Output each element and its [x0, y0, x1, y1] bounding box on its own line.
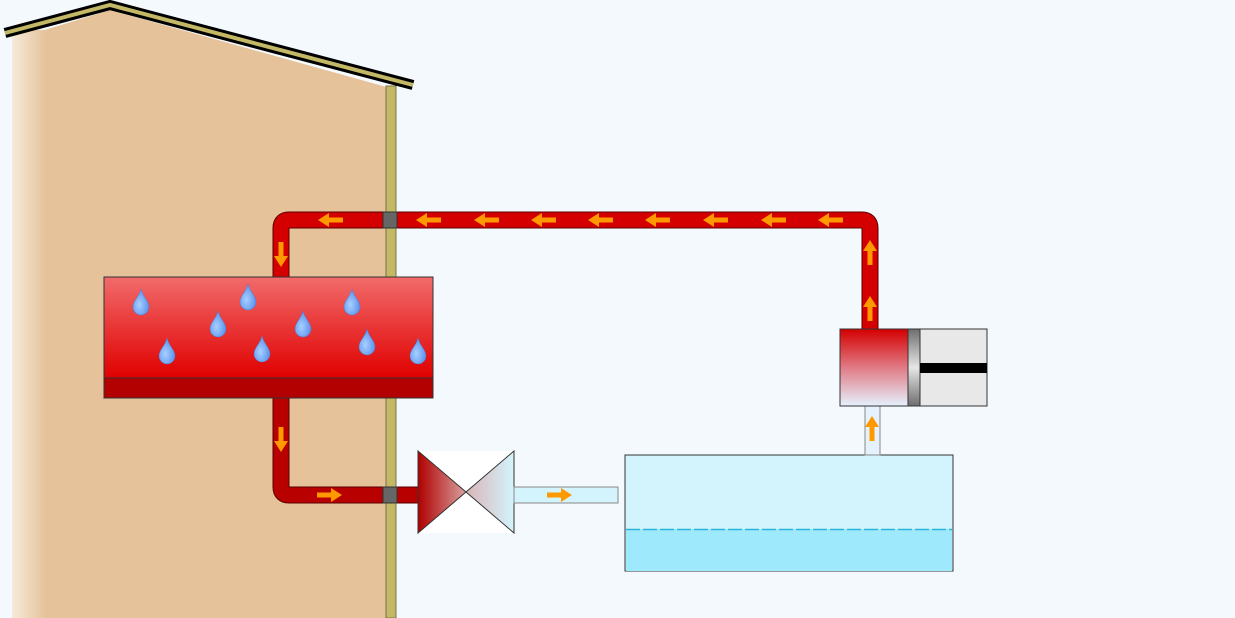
compressor-rod: [920, 363, 987, 373]
house-wall-fade: [12, 30, 46, 618]
roof: [4, 2, 414, 87]
expansion-valve: [417, 449, 515, 535]
wall-connector-bottom: [382, 486, 398, 504]
compressor-piston: [907, 328, 921, 407]
compressor: [839, 328, 988, 407]
arrow-right-icon: [317, 488, 342, 502]
arrow-down-icon: [274, 427, 288, 452]
compressor-chamber: [839, 328, 909, 407]
hot-pipe-top: [273, 212, 878, 330]
arrow-left-icon: [645, 213, 670, 227]
water-drop-icon: [253, 335, 271, 363]
arrow-left-icon: [761, 213, 786, 227]
water-drops: [132, 283, 427, 365]
arrow-left-icon: [588, 213, 613, 227]
arrow-left-icon: [818, 213, 843, 227]
hot-pipe-bottom: [273, 398, 420, 503]
water-drop-icon: [132, 288, 150, 316]
arrow-left-icon: [318, 213, 343, 227]
arrow-left-icon: [416, 213, 441, 227]
water-tank: [624, 454, 954, 572]
water-drop-icon: [343, 288, 361, 316]
arrow-right-icon: [547, 488, 572, 502]
water-drop-icon: [239, 283, 257, 311]
flow-arrows: [274, 213, 879, 502]
arrow-down-icon: [274, 242, 288, 267]
tank-water: [626, 529, 952, 571]
arrow-up-icon: [863, 296, 877, 321]
water-drop-icon: [294, 310, 312, 338]
radiator-base: [103, 377, 434, 399]
water-drop-icon: [358, 328, 376, 356]
arrow-left-icon: [474, 213, 499, 227]
arrow-up-icon: [865, 416, 879, 441]
water-drop-icon: [158, 337, 176, 365]
water-drop-icon: [409, 337, 427, 365]
arrow-left-icon: [703, 213, 728, 227]
radiator: [103, 276, 434, 399]
valve-hot-side: [417, 449, 467, 535]
arrow-left-icon: [531, 213, 556, 227]
wall-connector-top: [382, 211, 398, 229]
arrow-up-icon: [863, 240, 877, 265]
radiator-body: [103, 276, 434, 379]
water-drop-icon: [209, 310, 227, 338]
hot-pipe-loop: [272, 211, 879, 504]
